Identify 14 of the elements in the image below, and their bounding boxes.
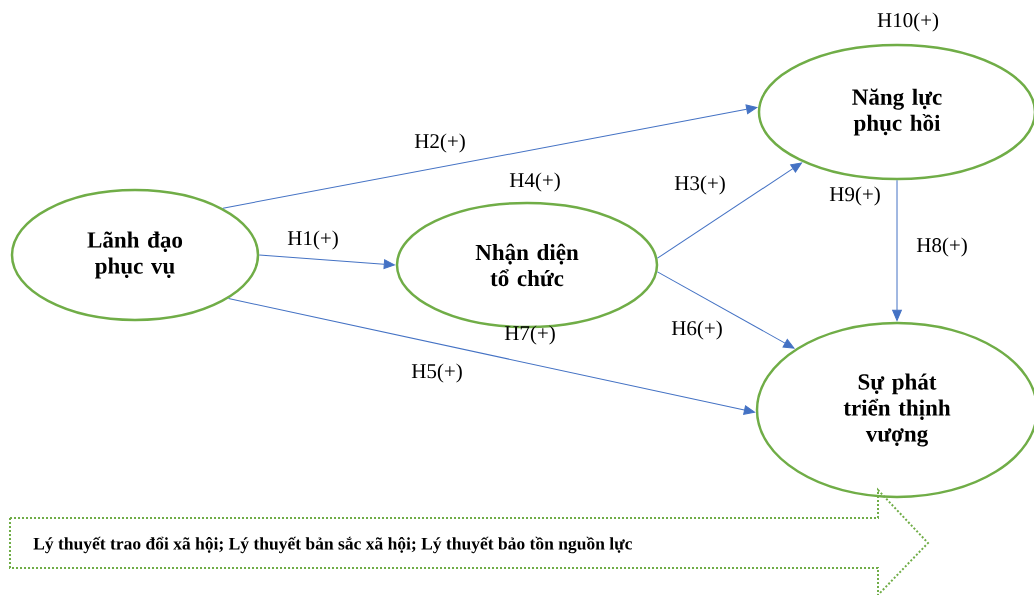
arrow [657,271,795,349]
edge-label: H3(+) [674,175,725,195]
edge-label: H5(+) [411,363,462,383]
arrow [258,254,395,269]
hypothesis-label: H4(+) [509,172,560,192]
hypothesis-label: H9(+) [829,186,880,206]
arrow [657,162,803,259]
edge-label: H1(+) [287,230,338,250]
edge-label: H6(+) [671,320,722,340]
arrow [228,298,756,415]
edge-label: H2(+) [414,133,465,153]
arrow [892,179,902,321]
arrow [222,104,758,209]
edge-label: H8(+) [916,237,967,257]
